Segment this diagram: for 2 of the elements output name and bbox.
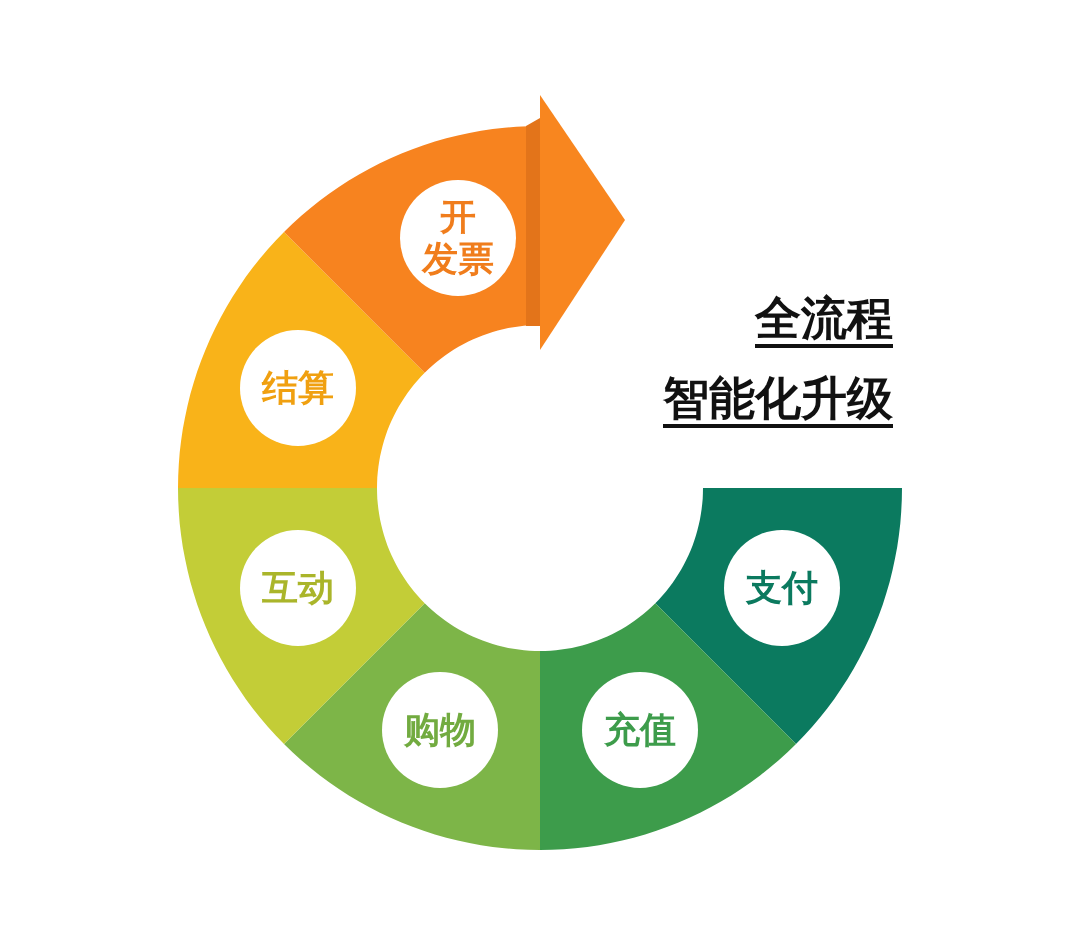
heading-text: 智能化升级 [663, 370, 893, 427]
heading-text: 全流程 [755, 290, 893, 347]
